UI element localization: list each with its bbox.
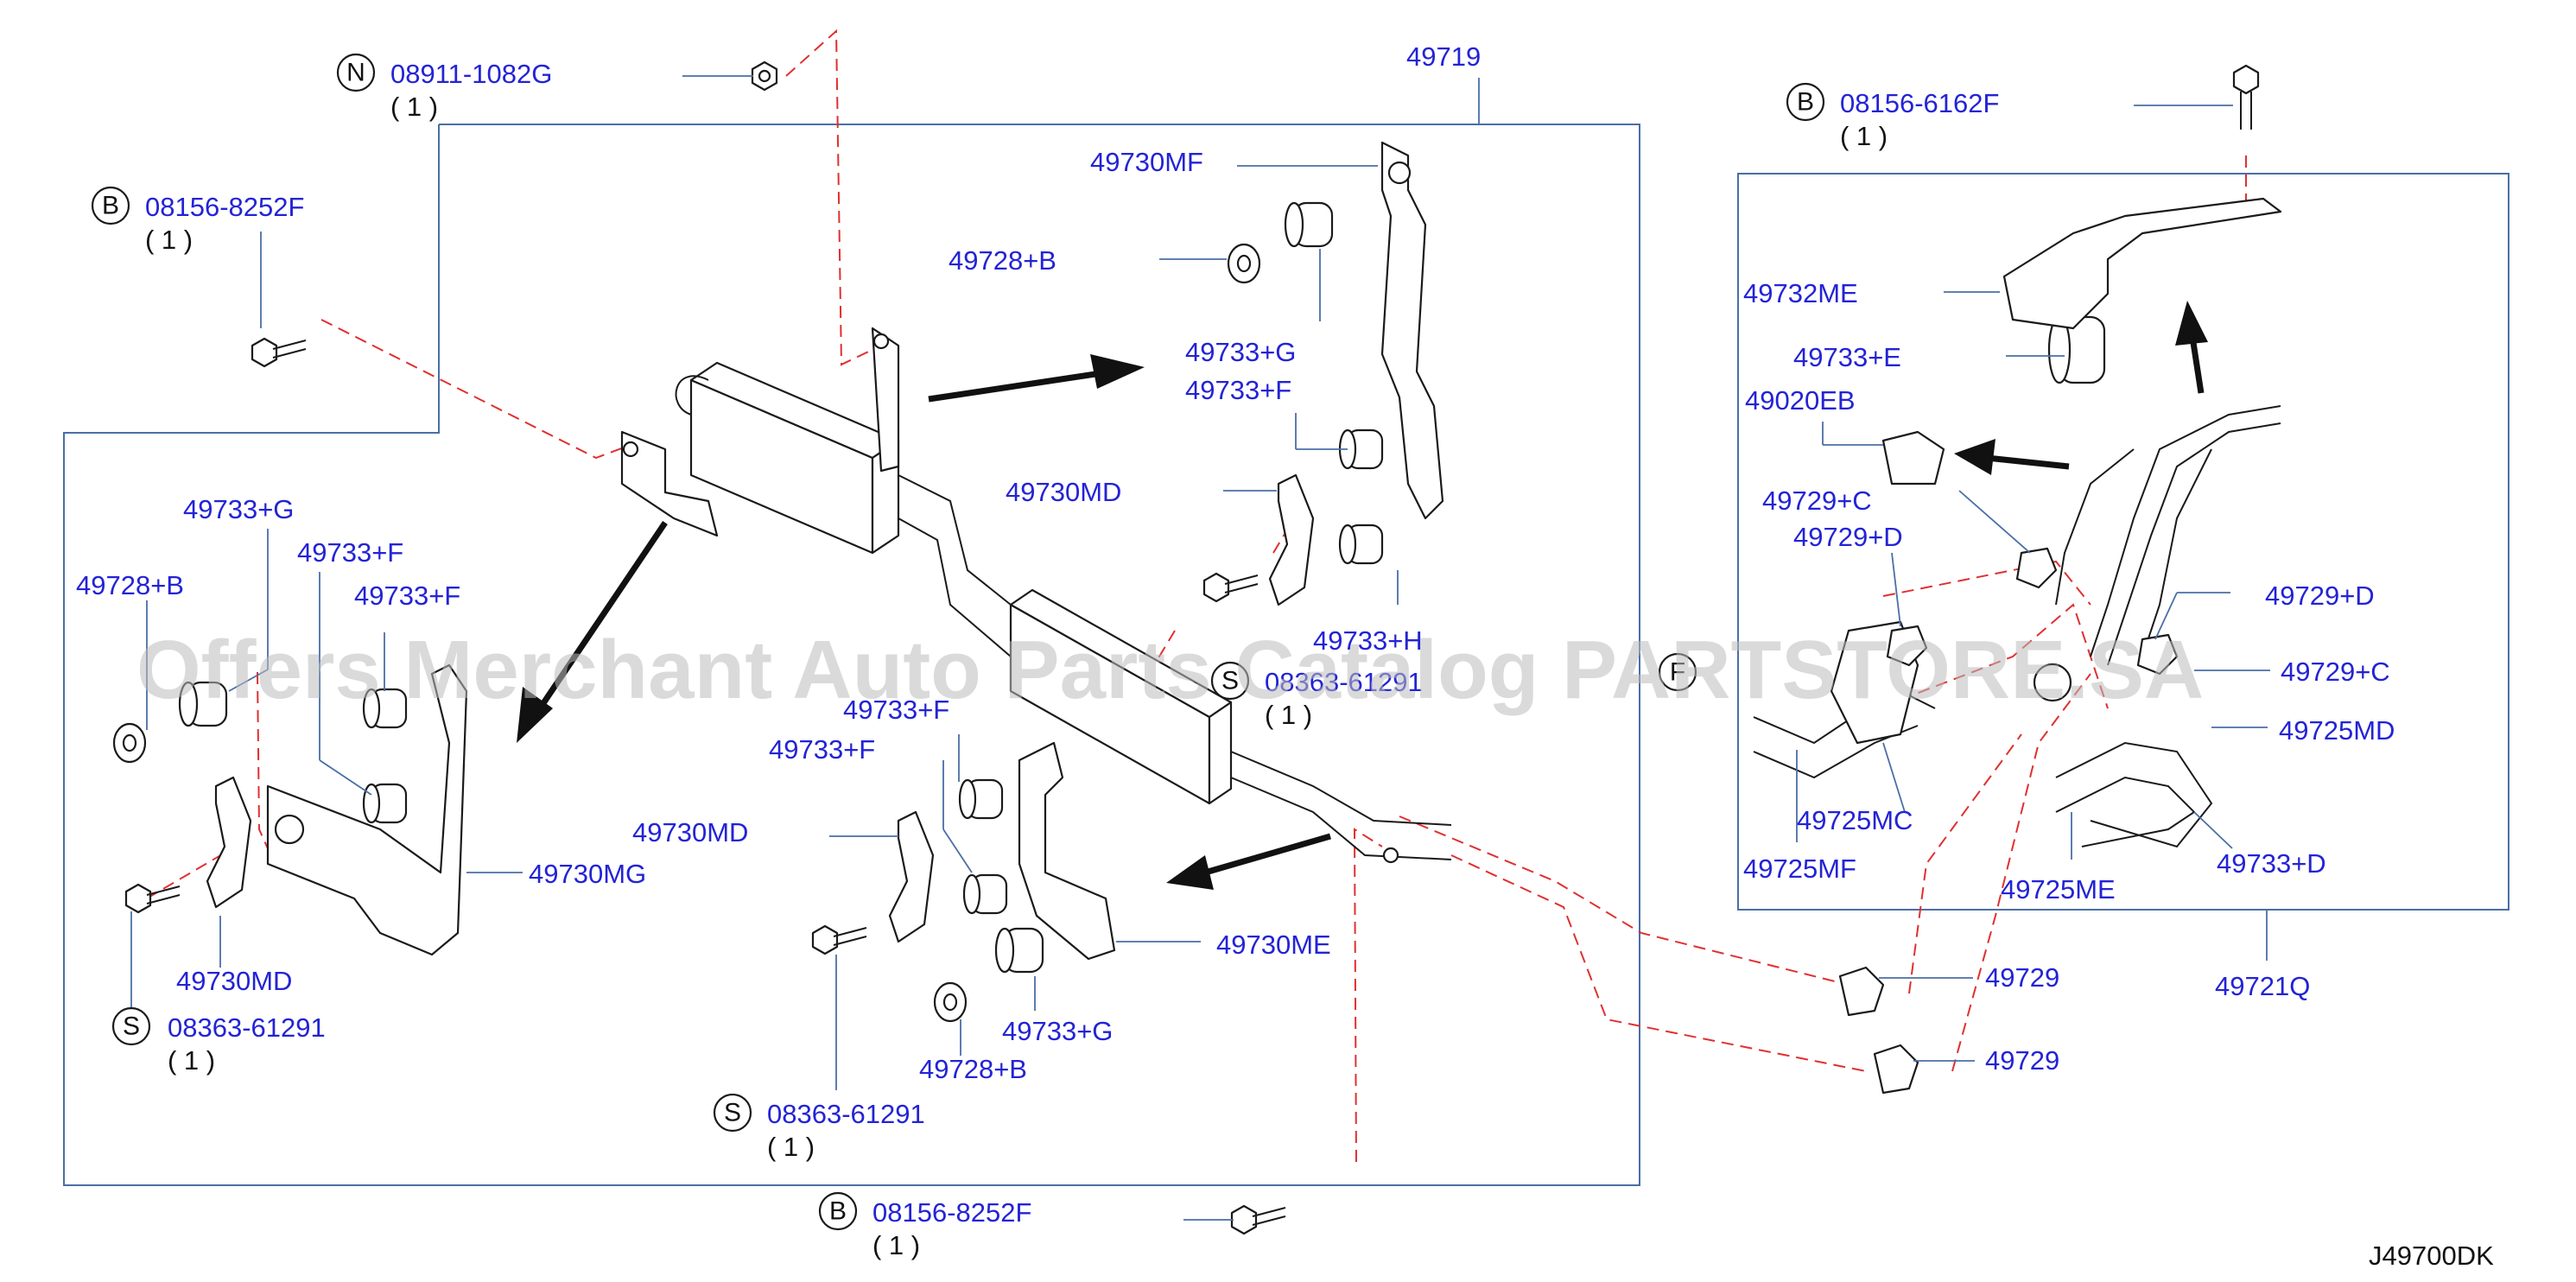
label-08363-61291: 08363-61291 — [767, 1099, 925, 1129]
label-49730md: 49730MD — [632, 817, 748, 847]
callout-s-08363-61291-bottom: S 08363-61291 ( 1 ) — [713, 1093, 925, 1162]
callout-n-08911-1082g: N 08911-1082G ( 1 ) — [336, 53, 552, 122]
label-49733f: 49733+F — [769, 734, 875, 765]
symbol-b: B — [829, 1197, 847, 1226]
clamp-49730md-mid — [888, 810, 935, 943]
label-49725md: 49725MD — [2279, 715, 2395, 746]
cooler-assembly-frame — [63, 78, 1640, 1186]
label-49728b: 49728+B — [76, 570, 184, 600]
label-49729: 49729 — [1985, 962, 2059, 993]
label-49730md: 49730MD — [176, 966, 292, 996]
label-49719: 49719 — [1406, 41, 1481, 72]
label-49729d: 49729+D — [1793, 522, 1903, 552]
label-49728b: 49728+B — [919, 1054, 1027, 1084]
label-49733f: 49733+F — [1185, 375, 1291, 405]
label-49733h: 49733+H — [1313, 625, 1423, 656]
label-49730md: 49730MD — [1006, 477, 1121, 507]
drawing-code: J49700DK — [2369, 1241, 2494, 1271]
callout-f: F — [1658, 652, 1697, 692]
bolts — [124, 60, 2260, 1235]
label-49725mf: 49725MF — [1743, 854, 1856, 884]
oil-cooler — [620, 327, 1452, 864]
callout-b-08156-8252f-top: B 08156-8252F ( 1 ) — [91, 186, 304, 255]
clamp-49730md-top — [1268, 473, 1315, 606]
callout-s-08363-61291-mid: S 08363-61291 ( 1 ) — [1210, 661, 1423, 730]
callout-b-08156-8252f-bottom: B 08156-8252F ( 1 ) — [818, 1191, 1031, 1260]
qty-08156-8252f: ( 1 ) — [872, 1230, 920, 1260]
qty-08363-61291: ( 1 ) — [767, 1132, 815, 1162]
label-49730mf: 49730MF — [1090, 147, 1203, 177]
label-49733f: 49733+F — [843, 695, 949, 725]
bracket-49730me — [1018, 741, 1116, 961]
label-49729c: 49729+C — [1762, 486, 1872, 516]
qty-08911-1082g: ( 1 ) — [390, 92, 438, 122]
tube-clips — [1838, 547, 2179, 1095]
direction-arrows — [517, 301, 2208, 890]
label-49733f: 49733+F — [297, 537, 403, 568]
qty-08156-6162f: ( 1 ) — [1840, 121, 1888, 151]
label-49733f: 49733+F — [354, 581, 460, 611]
qty-08156-8252f: ( 1 ) — [145, 225, 193, 255]
label-49730mg: 49730MG — [529, 859, 646, 889]
label-49732me: 49732ME — [1743, 278, 1858, 308]
collars — [112, 243, 1261, 1023]
label-08156-8252f: 08156-8252F — [872, 1197, 1031, 1228]
symbol-b: B — [102, 192, 119, 220]
label-49733d: 49733+D — [2217, 848, 2326, 879]
grommets — [178, 201, 2106, 974]
label-49729: 49729 — [1985, 1045, 2059, 1076]
symbol-b: B — [1797, 88, 1814, 117]
symbol-s: S — [123, 1012, 140, 1041]
qty-08363-61291: ( 1 ) — [1265, 700, 1312, 730]
label-49725me: 49725ME — [2001, 874, 2116, 904]
clamp-49730md-left — [206, 776, 252, 909]
label-49733g: 49733+G — [183, 494, 294, 524]
callout-b-08156-6162f: B 08156-6162F ( 1 ) — [1786, 82, 1999, 151]
part-labels: 49719 49721Q 49730MF 49728+B 49733+G 497… — [76, 41, 2395, 1084]
qty-08363-61291: ( 1 ) — [168, 1045, 215, 1076]
label-49733g: 49733+G — [1002, 1016, 1113, 1046]
label-08156-8252f: 08156-8252F — [145, 192, 304, 222]
fastener-callouts: N 08911-1082G ( 1 ) B 08156-8252F ( 1 ) … — [91, 53, 2072, 1260]
label-49733e: 49733+E — [1793, 342, 1901, 372]
label-49730me: 49730ME — [1216, 930, 1331, 960]
label-49733g: 49733+G — [1185, 337, 1296, 367]
label-08156-6162f: 08156-6162F — [1840, 88, 1999, 118]
label-49729d: 49729+D — [2265, 581, 2375, 611]
watermark: Offers Merchant Auto Parts Catalog PARTS… — [136, 624, 2204, 716]
callout-s-08363-61291-left: S 08363-61291 ( 1 ) — [111, 1006, 326, 1076]
assembly-guide-lines — [146, 29, 2247, 1163]
label-49729c: 49729+C — [2281, 657, 2390, 687]
label-49728b: 49728+B — [949, 245, 1056, 276]
label-08363-61291: 08363-61291 — [168, 1012, 326, 1043]
symbol-s: S — [724, 1099, 741, 1127]
symbol-f: F — [1670, 658, 1685, 687]
label-08911-1082g: 08911-1082G — [390, 59, 552, 89]
symbol-s: S — [1221, 667, 1239, 695]
label-49020eb: 49020EB — [1745, 385, 1856, 416]
callout-c-marker — [2033, 663, 2072, 702]
tube-assembly-frame — [1737, 173, 2509, 961]
symbol-n: N — [346, 59, 365, 87]
bracket-49730mf — [1380, 141, 1444, 520]
label-49725mc: 49725MC — [1797, 805, 1913, 835]
bracket-49730mg — [266, 663, 468, 956]
leader-lines — [130, 75, 2270, 1221]
label-49721q: 49721Q — [2215, 971, 2310, 1001]
label-08363-61291: 08363-61291 — [1265, 667, 1423, 697]
